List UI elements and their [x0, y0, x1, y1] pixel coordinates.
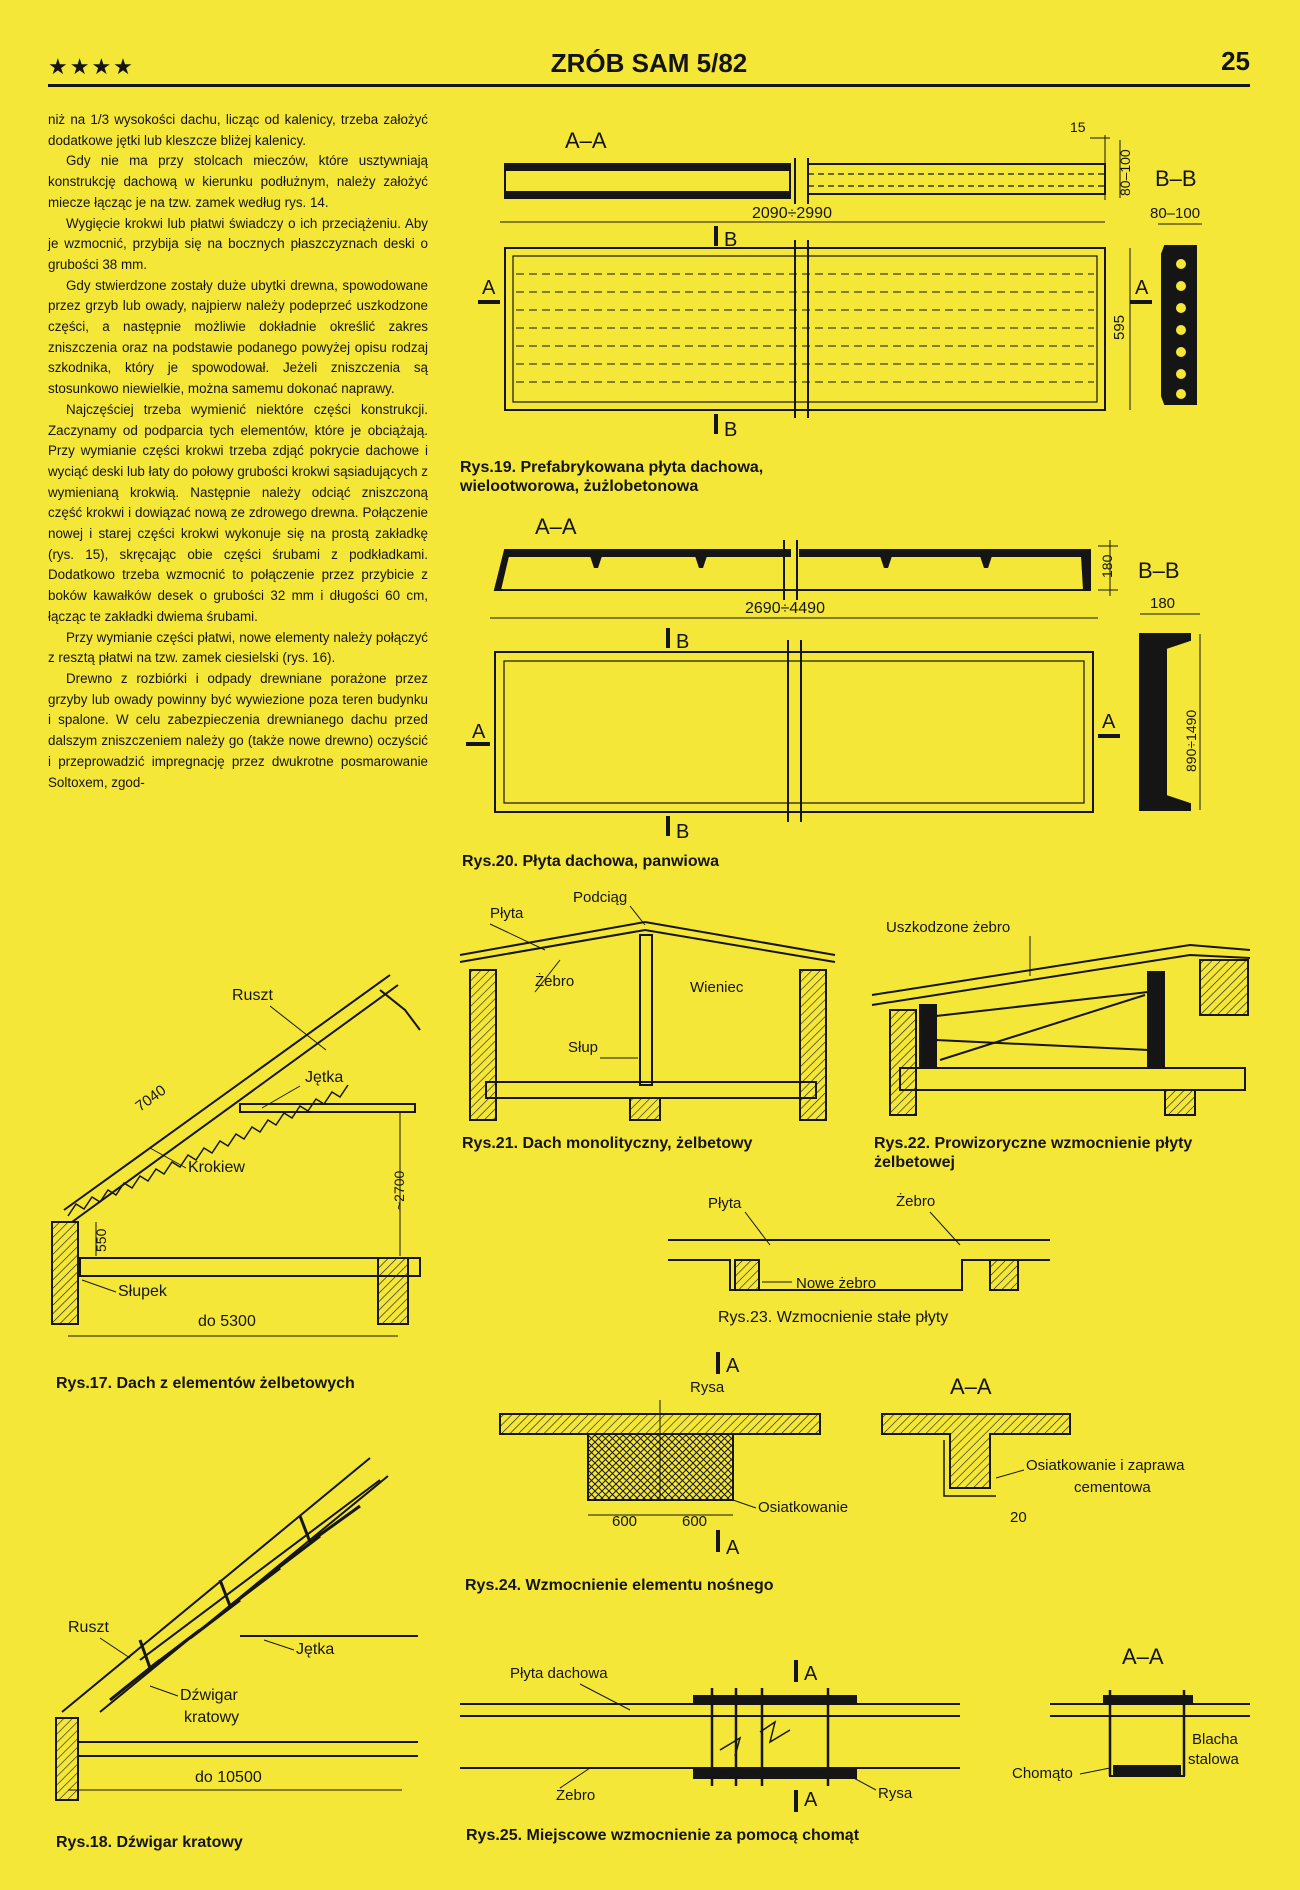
section-marker: A — [482, 277, 496, 299]
label-jetka: Jętka — [296, 1641, 334, 1658]
dim-label: 550 — [93, 1228, 109, 1252]
paragraph: Wygięcie krokwi lub płatwi świadczy o ic… — [48, 215, 428, 272]
section-marker: A — [1102, 711, 1116, 733]
caption-line: Rys.22. Prowizoryczne wzmocnienie płyty — [874, 1135, 1193, 1152]
figure-rys22: Uszkodzone żebro — [871, 919, 1251, 1116]
figure-rys23: Płyta Żebro Nowe żebro — [668, 1192, 1050, 1292]
figure-rys24: A Rysa 600 600 Osiatkowanie A A–A Osiatk… — [499, 1352, 1185, 1559]
caption-rys25: Rys.25. Miejscowe wzmocnienie za pomocą … — [466, 1827, 860, 1844]
label-dzwigar: Dźwigar — [180, 1687, 238, 1704]
label-jetka: Jętka — [305, 1069, 343, 1086]
page-number: 25 — [1221, 46, 1250, 76]
caption-line: żelbetowej — [874, 1154, 955, 1171]
label-nowe-zebro: Nowe żebro — [796, 1275, 876, 1292]
paragraph: Przy wymianie części płatwi, nowe elemen… — [48, 629, 428, 666]
dim-label: 600 — [682, 1513, 707, 1530]
section-marker: B — [676, 631, 689, 653]
label-rysa: Rysa — [878, 1785, 913, 1802]
paragraph: Gdy nie ma przy stolcach mieczów, które … — [48, 153, 428, 210]
section-marker: A — [726, 1537, 740, 1559]
dim-label: 2090÷2990 — [752, 205, 832, 222]
section-marker: B — [724, 229, 737, 251]
label-zebro: Żebro — [896, 1192, 935, 1210]
caption-line: Rys.19. Prefabrykowana płyta dachowa, — [460, 459, 764, 476]
dim-label: 80–100 — [1117, 149, 1133, 196]
section-marker: A — [804, 1789, 818, 1811]
article-text-column: niż na 1/3 wysokości dachu, licząc od ka… — [48, 110, 428, 793]
rating-stars: ★★★★ — [48, 54, 135, 79]
label-plyta: Płyta — [708, 1195, 742, 1212]
figure-rys18: Ruszt Jętka Dźwigar kratowy do 10500 — [55, 1457, 418, 1801]
dim-label: 180 — [1150, 595, 1175, 612]
section-label: A–A — [535, 514, 577, 539]
magazine-title: ZRÓB SAM 5/82 — [550, 48, 748, 78]
dim-label: ~2700 — [391, 1170, 407, 1210]
dim-label: 890÷1490 — [1183, 710, 1199, 772]
paragraph: niż na 1/3 wysokości dachu, licząc od ka… — [48, 112, 428, 148]
dim-label: do 10500 — [195, 1769, 262, 1786]
figure-rys21: Płyta Podciąg Żebro Wieniec Słup — [459, 889, 836, 1121]
dim-label: do 5300 — [198, 1313, 256, 1330]
label-uszkodzone-zebro: Uszkodzone żebro — [886, 919, 1010, 936]
section-marker: A — [1135, 277, 1149, 299]
section-label: A–A — [1122, 1644, 1164, 1669]
section-marker: B — [676, 821, 689, 843]
caption-rys20: Rys.20. Płyta dachowa, panwiowa — [462, 853, 719, 870]
label-rysa: Rysa — [690, 1379, 725, 1396]
figure-rys17: Ruszt 7040 Jętka Krokiew ~2700 550 Słupe… — [51, 974, 421, 1337]
page-header: ★★★★ ZRÓB SAM 5/82 25 — [48, 44, 1250, 87]
paragraph: Drewno z rozbiórki i odpady drewniane po… — [48, 670, 428, 790]
caption-rys22: Rys.22. Prowizoryczne wzmocnienie płyty … — [874, 1134, 1254, 1172]
dim-label: 180 — [1099, 554, 1115, 578]
label-blacha: Blacha — [1192, 1731, 1239, 1748]
label-ruszt: Ruszt — [68, 1619, 109, 1636]
label-wieniec: Wieniec — [690, 979, 744, 996]
section-label: B–B — [1138, 558, 1180, 583]
caption-rys19: Rys.19. Prefabrykowana płyta dachowa, wi… — [460, 458, 763, 496]
caption-rys18: Rys.18. Dźwigar kratowy — [56, 1834, 243, 1851]
label-chomato: Chomąto — [1012, 1765, 1073, 1782]
section-marker: A — [804, 1663, 818, 1685]
section-marker: B — [724, 419, 737, 441]
label-krokiew: Krokiew — [188, 1159, 245, 1176]
label-stalowa: stalowa — [1188, 1751, 1240, 1768]
caption-rys24: Rys.24. Wzmocnienie elementu nośnego — [465, 1577, 774, 1594]
label-cementowa: cementowa — [1074, 1479, 1151, 1496]
label-ruszt: Ruszt — [232, 987, 273, 1004]
caption-rys21: Rys.21. Dach monolityczny, żelbetowy — [462, 1135, 753, 1152]
label-podciag: Podciąg — [573, 889, 627, 906]
label-slupek: Słupek — [118, 1283, 168, 1300]
figure-rys25: Płyta dachowa A A Żebro Rysa A–A — [460, 1644, 1250, 1812]
caption-rys23: Rys.23. Wzmocnienie stałe płyty — [718, 1309, 949, 1326]
section-marker: A — [726, 1355, 740, 1377]
label-zebro: Żebro — [535, 972, 574, 990]
figure-rys19: A–A 15 80–100 2090÷2990 B–B 80–100 — [478, 119, 1202, 441]
label-osiatkowanie-zaprawa: Osiatkowanie i zaprawa — [1026, 1457, 1185, 1474]
section-label: A–A — [565, 128, 607, 153]
section-marker: A — [472, 721, 486, 743]
caption-rys17: Rys.17. Dach z elementów żelbetowych — [56, 1375, 355, 1392]
label-slup: Słup — [568, 1039, 598, 1056]
figure-rys20: A–A 180 2690÷4490 B–B 180 — [466, 514, 1201, 843]
caption-line: wielootworowa, żużlobetonowa — [460, 478, 699, 495]
label-zebro: Żebro — [556, 1786, 595, 1804]
dim-label: 80–100 — [1150, 205, 1200, 222]
dim-label: 20 — [1010, 1509, 1027, 1526]
dim-label: 595 — [1111, 315, 1128, 340]
dim-label: 7040 — [132, 1082, 169, 1115]
label-plyta-dachowa: Płyta dachowa — [510, 1665, 608, 1682]
label-osiatkowanie: Osiatkowanie — [758, 1499, 848, 1516]
section-label: A–A — [950, 1374, 992, 1399]
dim-label: 600 — [612, 1513, 637, 1530]
label-plyta: Płyta — [490, 905, 524, 922]
paragraph: Najczęściej trzeba wymienić niektóre czę… — [48, 401, 428, 624]
label-kratowy: kratowy — [184, 1709, 239, 1726]
dim-label: 15 — [1070, 119, 1086, 135]
dim-label: 2690÷4490 — [745, 600, 825, 617]
section-label: B–B — [1155, 166, 1197, 191]
paragraph: Gdy stwierdzone zostały duże ubytki drew… — [48, 277, 428, 397]
